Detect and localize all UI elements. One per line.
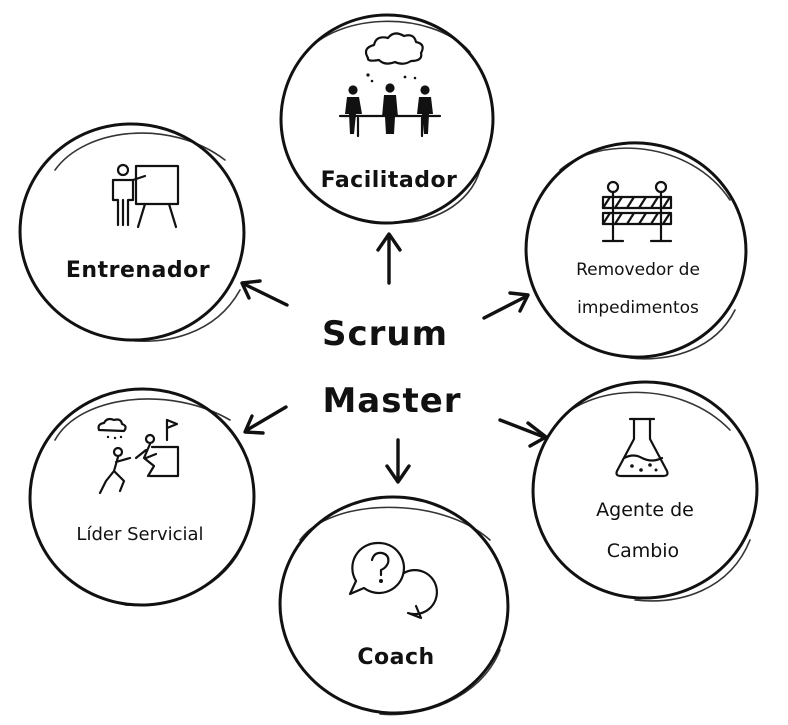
label-removedor-line2: impedimentos	[577, 298, 699, 318]
label-removedor-line1: Removedor de	[576, 260, 700, 280]
arrow-to-agente	[498, 418, 548, 448]
label-agente-line1: Agente de	[596, 499, 694, 521]
road-barrier-icon	[601, 180, 673, 243]
arrow-to-lider	[243, 405, 288, 435]
role-agente: Agente de Cambio	[531, 380, 759, 602]
arrow-to-facilitador	[376, 232, 402, 285]
lab-flask-icon	[615, 417, 669, 478]
role-lider: Líder Servicial	[28, 387, 256, 607]
label-entrenador: Entrenador	[66, 258, 210, 283]
center-label-line2: Master	[322, 381, 461, 421]
label-facilitador: Facilitador	[321, 168, 458, 193]
label-coach: Coach	[357, 645, 434, 670]
presenter-board-icon	[111, 163, 180, 229]
center-label: Scrum Master	[322, 314, 461, 421]
label-agente-line2: Cambio	[607, 540, 679, 562]
arrow-to-coach	[385, 438, 411, 484]
role-entrenador: Entrenador	[18, 122, 246, 342]
climbers-helping-icon	[97, 417, 180, 495]
center-label-line1: Scrum	[322, 314, 448, 354]
role-facilitador: Facilitador	[279, 13, 495, 225]
meeting-thought-cloud-icon	[338, 32, 442, 138]
question-chat-bubbles-icon	[348, 541, 438, 620]
role-coach: Coach	[278, 495, 510, 716]
arrow-to-removedor	[482, 291, 530, 320]
label-lider: Líder Servicial	[76, 524, 203, 545]
role-removedor: Removedor de impedimentos	[524, 141, 748, 360]
arrow-to-entrenador	[240, 279, 289, 307]
